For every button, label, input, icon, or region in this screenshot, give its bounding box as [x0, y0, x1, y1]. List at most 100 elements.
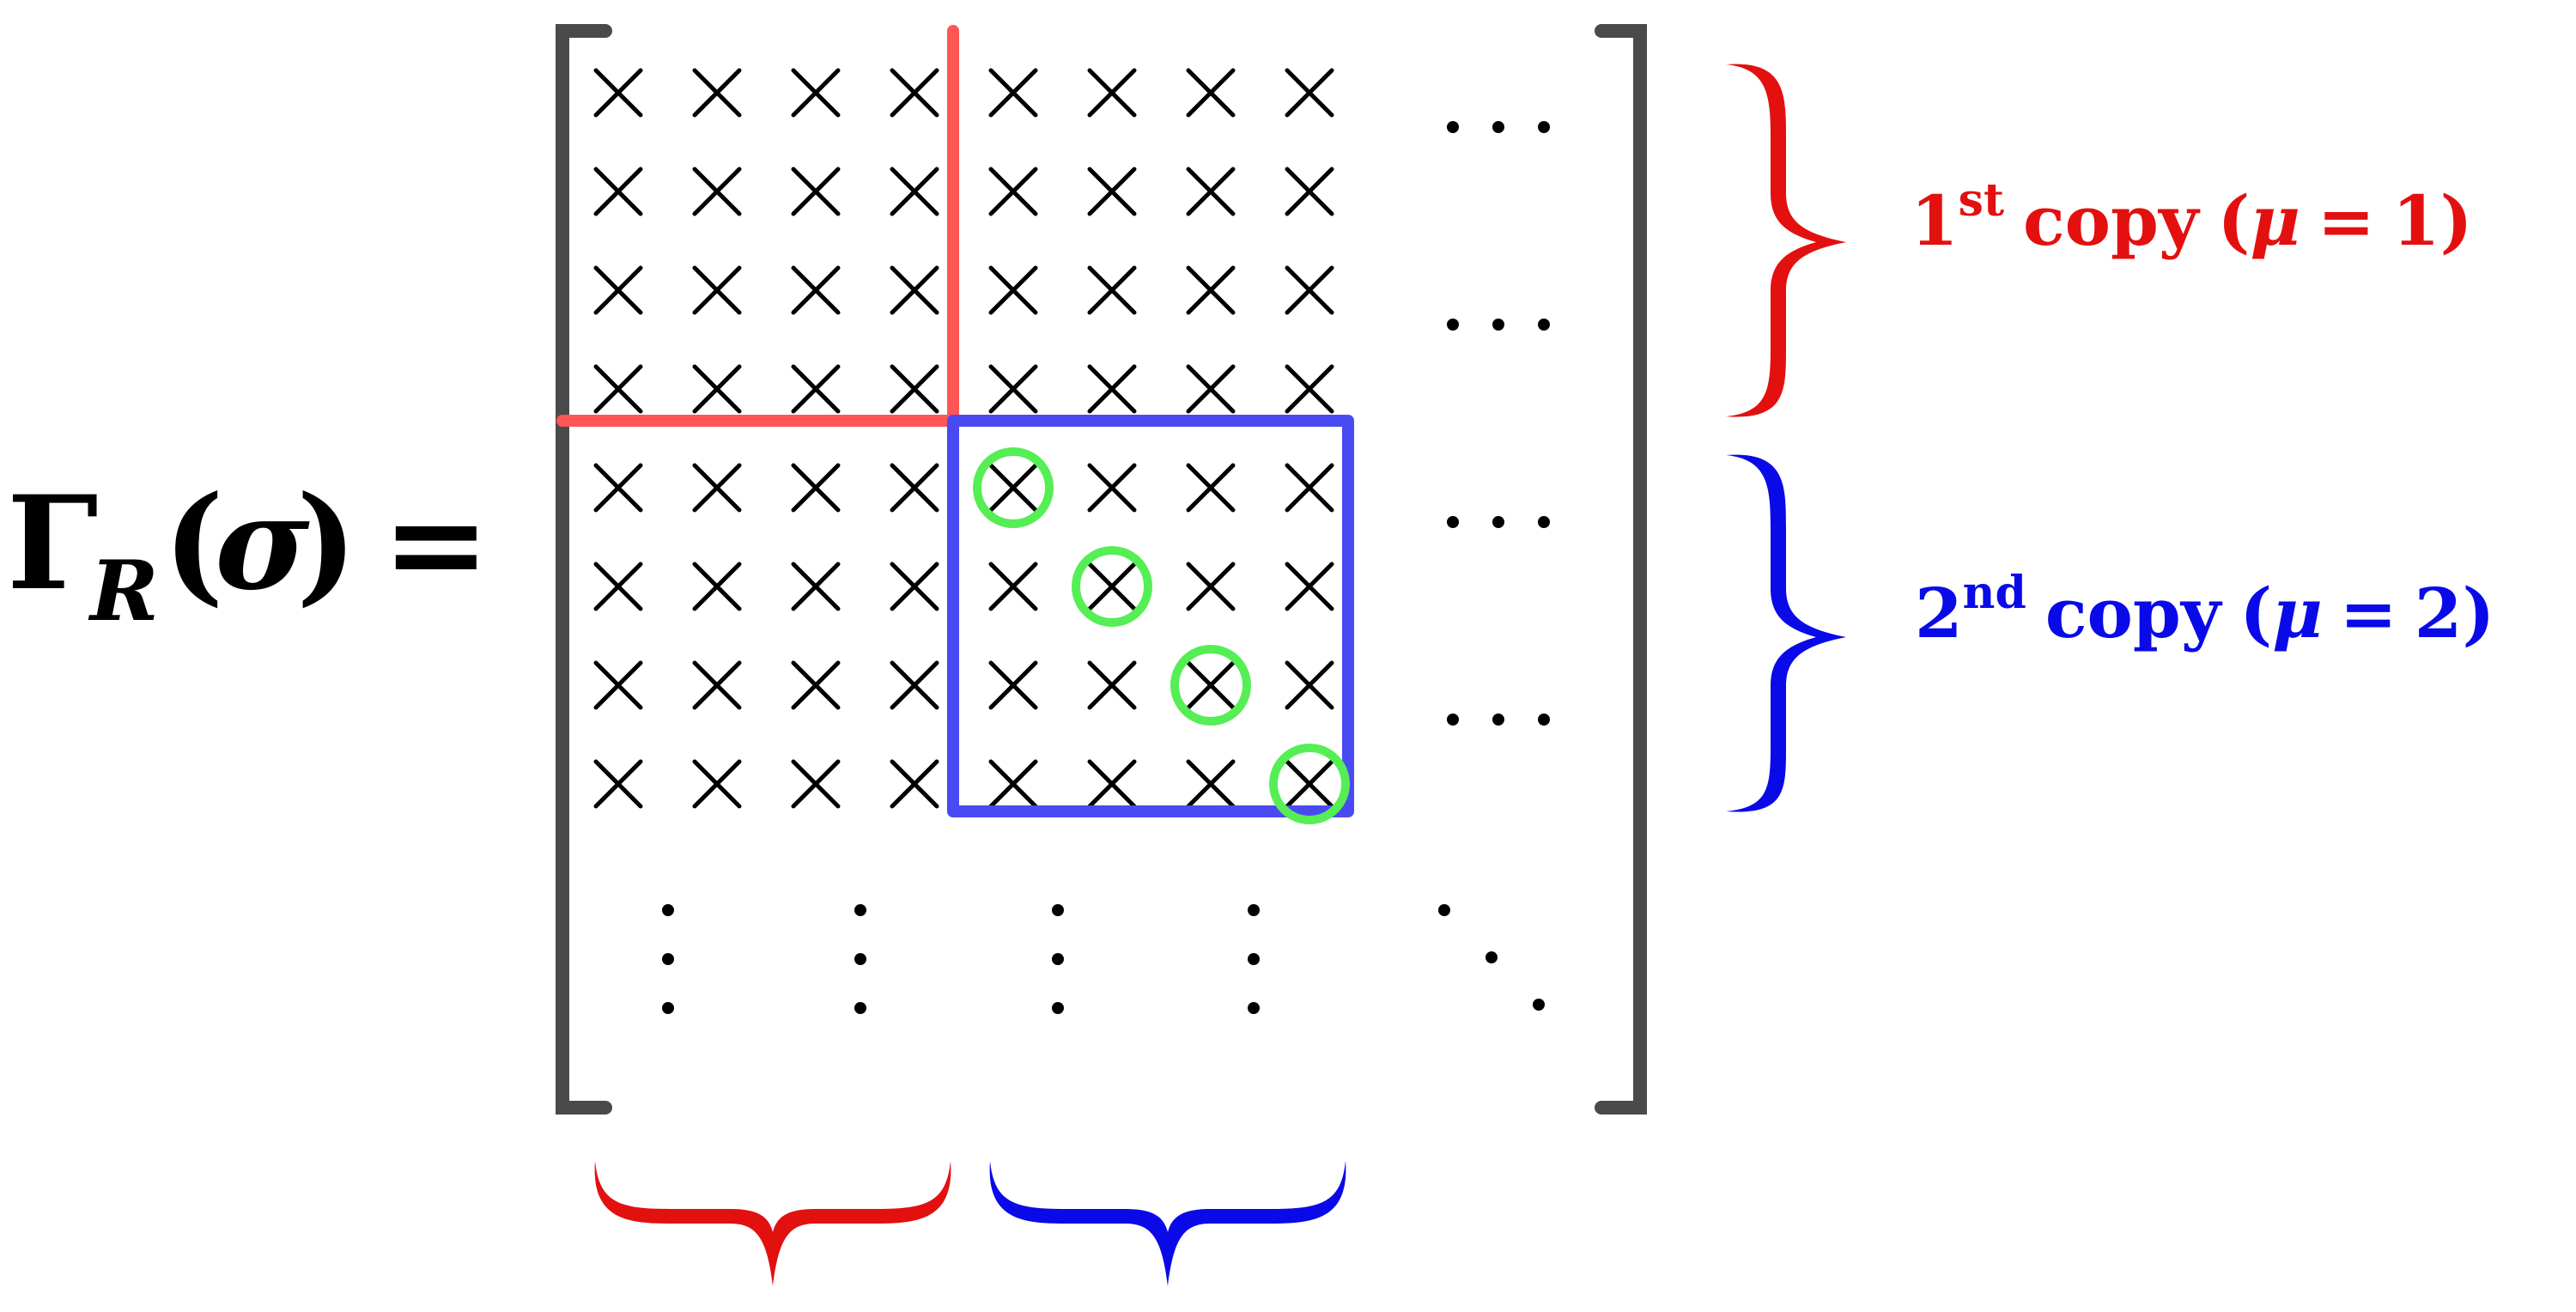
matrix-entry — [692, 759, 742, 809]
copy2-suffix: nd — [1963, 567, 2026, 619]
bottom-braces — [594, 1161, 1346, 1286]
matrix-entry — [1285, 660, 1334, 710]
matrix-entry — [1087, 68, 1137, 118]
matrix-entry — [1285, 463, 1334, 513]
matrix-entry — [988, 265, 1038, 315]
matrix-entry — [791, 463, 841, 513]
subscript-r: R — [88, 543, 159, 640]
copy2-word: copy — [2045, 573, 2223, 653]
matrix-entry — [1087, 265, 1137, 315]
copy1-equals: = — [2318, 180, 2375, 261]
matrix-entry — [988, 364, 1038, 414]
matrix-brackets — [556, 24, 1647, 1115]
copy2-right-brace — [1726, 454, 1846, 812]
matrix-entry — [692, 68, 742, 118]
matrix-entries — [593, 68, 1334, 809]
column-ellipses — [662, 904, 1260, 1014]
matrix-entry — [791, 167, 841, 216]
matrix-entry — [791, 660, 841, 710]
matrix-entry — [890, 463, 939, 513]
copy2-mu: μ — [2272, 573, 2323, 653]
copy2-number: 2 — [1915, 573, 1963, 653]
matrix-entry — [1087, 364, 1137, 414]
matrix-entry — [1186, 660, 1236, 710]
matrix-entry — [692, 463, 742, 513]
row-ellipses — [1447, 121, 1550, 726]
copy1-right-brace — [1726, 64, 1846, 417]
matrix-entry — [791, 68, 841, 118]
matrix-entry — [791, 265, 841, 315]
matrix-entry — [1087, 562, 1137, 611]
matrix-entry — [1285, 759, 1334, 809]
matrix-entry — [1186, 167, 1236, 216]
matrix-entry — [593, 68, 643, 118]
matrix-entry — [593, 660, 643, 710]
gamma-symbol: Γ — [7, 468, 99, 619]
matrix-entry — [1186, 68, 1236, 118]
matrix-entry — [593, 463, 643, 513]
diagonal-entry-circle — [1170, 645, 1251, 726]
open-paren: ( — [163, 468, 224, 619]
matrix-entry — [890, 759, 939, 809]
copy1-suffix: st — [1959, 174, 2004, 227]
equation-lhs: Γ R ( σ ) = — [7, 468, 490, 640]
matrix-entry — [692, 265, 742, 315]
copy1-close-paren: ) — [2440, 180, 2473, 261]
matrix-entry — [1087, 167, 1137, 216]
matrix-entry — [988, 660, 1038, 710]
copy1-value: 1 — [2392, 180, 2440, 261]
matrix-entry — [988, 167, 1038, 216]
column-ellipsis — [854, 904, 866, 1014]
matrix-entry — [1087, 759, 1137, 809]
copy2-open-paren: ( — [2239, 573, 2272, 653]
diagonal-entry-circle — [1269, 744, 1350, 824]
matrix-entry — [988, 463, 1038, 513]
matrix-entry — [1186, 759, 1236, 809]
diagonal-entry-circle — [1072, 546, 1152, 627]
matrix-entry — [890, 265, 939, 315]
equals-sign: = — [382, 468, 490, 619]
matrix-entry — [791, 364, 841, 414]
matrix-entry — [593, 265, 643, 315]
matrix-entry — [1285, 68, 1334, 118]
matrix-entry — [890, 562, 939, 611]
close-paren: ) — [296, 468, 357, 619]
matrix-entry — [890, 364, 939, 414]
column-ellipsis — [1248, 904, 1260, 1014]
matrix-entry — [890, 167, 939, 216]
column-ellipsis — [1052, 904, 1064, 1014]
matrix-entry — [692, 364, 742, 414]
copy2-block-square — [947, 415, 1354, 817]
copy2-bottom-brace — [989, 1161, 1346, 1286]
matrix-entry — [1285, 562, 1334, 611]
copy1-open-paren: ( — [2217, 180, 2250, 261]
matrix-entry — [1186, 562, 1236, 611]
matrix-entry — [1285, 265, 1334, 315]
right-bracket — [1595, 24, 1647, 1115]
column-ellipsis — [662, 904, 674, 1014]
matrix-entry — [1186, 364, 1236, 414]
matrix-entry — [1285, 364, 1334, 414]
copy2-equals: = — [2340, 573, 2397, 653]
matrix-entry — [593, 562, 643, 611]
matrix-entry — [890, 660, 939, 710]
copy1-number: 1 — [1911, 180, 1959, 261]
diagonal-entry-circle — [973, 447, 1054, 528]
matrix-entry — [791, 759, 841, 809]
copy1-mu: μ — [2250, 180, 2300, 261]
matrix-entry — [1087, 463, 1137, 513]
matrix-entry — [988, 68, 1038, 118]
row-ellipsis — [1447, 516, 1550, 528]
matrix-entry — [593, 364, 643, 414]
copy1-block-lines — [556, 25, 959, 427]
matrix-entry — [988, 562, 1038, 611]
matrix-entry — [791, 562, 841, 611]
row-ellipsis — [1447, 319, 1550, 331]
matrix-entry — [692, 562, 742, 611]
matrix-entry — [692, 167, 742, 216]
matrix-entry — [692, 660, 742, 710]
matrix-entry — [1087, 660, 1137, 710]
